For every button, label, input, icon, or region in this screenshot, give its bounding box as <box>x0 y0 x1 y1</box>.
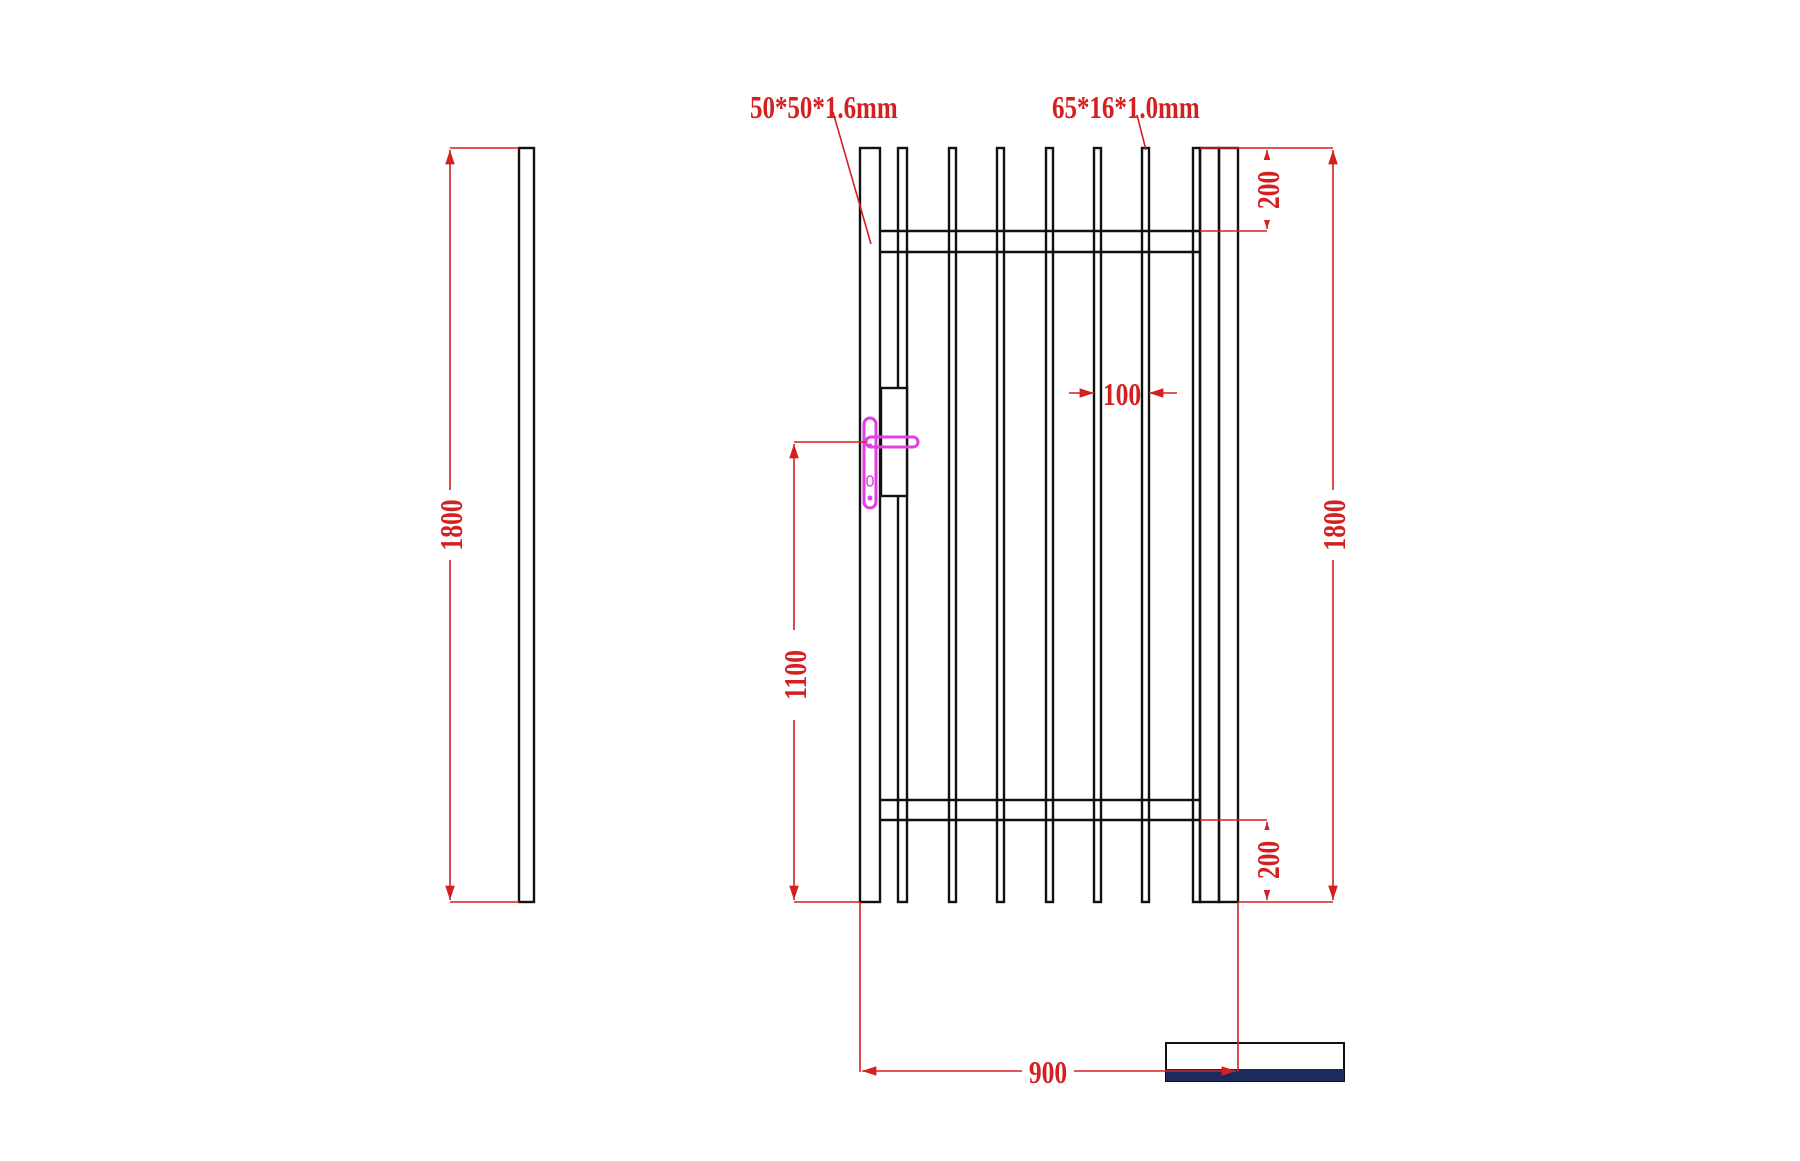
hinge-post <box>1217 146 1240 904</box>
picket-spacing-dimension: 100 <box>1069 377 1177 413</box>
picket <box>995 146 1006 904</box>
left-stile <box>858 146 882 904</box>
post-section-callout: 50*50*1.6mm <box>750 90 898 245</box>
side-post <box>517 146 536 904</box>
top-rail-dimension: 200 <box>1200 150 1287 232</box>
picket <box>1044 146 1055 904</box>
bottom-rail-dimension: 200 <box>1200 819 1333 903</box>
bottom-rail-offset-label: 200 <box>1251 841 1286 879</box>
picket-spacing-label: 100 <box>1103 377 1141 412</box>
picket-section-label: 65*16*1.0mm <box>1052 90 1200 126</box>
post-height-label: 1800 <box>434 499 469 550</box>
handle-height-dimension: 1100 <box>778 441 866 903</box>
gate-height-label: 1800 <box>1317 499 1352 550</box>
post-section-label: 50*50*1.6mm <box>750 90 898 126</box>
gate-frame <box>858 146 1240 904</box>
gate-width-label: 900 <box>1029 1055 1067 1090</box>
picket <box>896 146 909 904</box>
lock-box <box>879 386 909 498</box>
picket <box>947 146 958 904</box>
side-post-height-dimension: 1800 <box>434 147 519 903</box>
picket <box>1191 146 1202 904</box>
top-rail-offset-label: 200 <box>1251 171 1286 209</box>
picket-section-callout: 65*16*1.0mm <box>1052 90 1200 151</box>
right-stile <box>1198 146 1221 904</box>
picket <box>1092 146 1103 904</box>
gate-width-dimension: 900 <box>859 902 1239 1091</box>
picket <box>1140 146 1151 904</box>
gate-height-dimension: 1800 <box>1200 147 1353 900</box>
footer-bar <box>1165 1042 1345 1082</box>
handle-height-label: 1100 <box>778 650 813 700</box>
